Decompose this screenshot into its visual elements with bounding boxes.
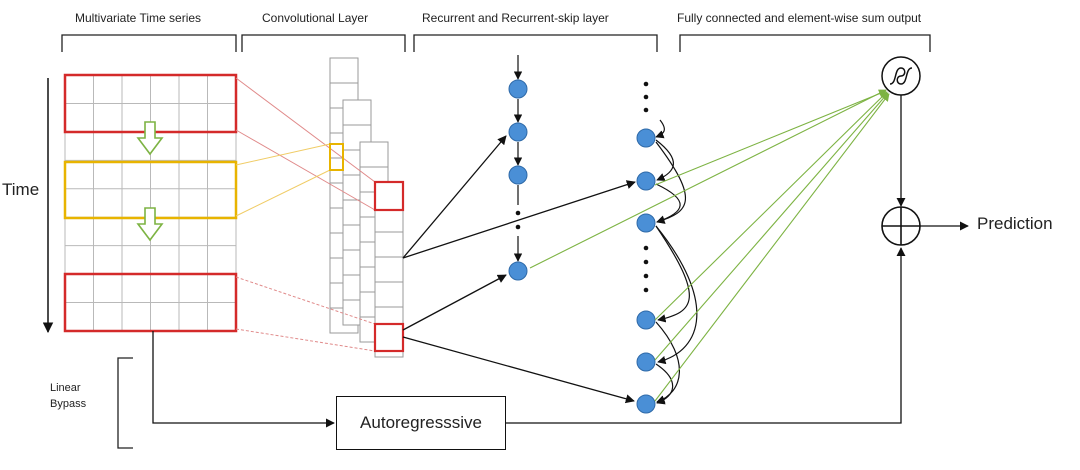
prediction-label: Prediction xyxy=(977,214,1053,233)
hidden-state-node xyxy=(508,165,528,185)
bracket-output xyxy=(679,34,931,52)
autoregressive-box: Autoregresssive xyxy=(336,396,506,450)
hidden-state-node xyxy=(508,261,528,281)
section-label-recurrent: Recurrent and Recurrent-skip layer xyxy=(422,11,609,25)
bracket-input xyxy=(61,34,237,52)
shift-arrow-icon-1 xyxy=(136,121,164,156)
hidden-state-node xyxy=(636,213,656,233)
sigmoid-icon xyxy=(889,67,913,85)
conv-cell xyxy=(374,231,404,258)
hidden-state-node xyxy=(636,310,656,330)
section-label-input: Multivariate Time series xyxy=(75,11,202,25)
section-brackets xyxy=(61,34,931,449)
linear-bypass-path xyxy=(152,247,906,428)
linear-bypass-label-line1: Linear xyxy=(50,382,81,394)
time-label: Time xyxy=(2,180,40,199)
input-time-series-grid xyxy=(64,74,237,332)
red-window-bottom xyxy=(63,272,238,333)
conv-to-recurrent-arrows xyxy=(402,135,636,404)
hidden-state-node xyxy=(508,79,528,99)
section-label-conv: Convolutional Layer xyxy=(262,11,369,25)
hidden-state-node xyxy=(636,352,656,372)
shift-arrow-icon-2 xyxy=(136,207,164,242)
hidden-state-node xyxy=(636,171,656,191)
hidden-state-node xyxy=(508,122,528,142)
window-projection-lines xyxy=(235,77,376,352)
recurrent-nodes xyxy=(508,79,528,281)
conv-red-cell-bottom xyxy=(373,322,405,353)
recurrent-dots xyxy=(515,210,521,230)
bracket-recurrent xyxy=(413,34,658,52)
bracket-conv xyxy=(241,34,406,52)
conv-red-cell-top xyxy=(373,180,405,212)
conv-cell xyxy=(342,99,372,126)
hidden-state-node xyxy=(636,128,656,148)
hidden-state-node xyxy=(636,394,656,414)
conv-cell xyxy=(329,57,359,84)
section-label-output: Fully connected and element-wise sum out… xyxy=(677,11,922,25)
skip-connection-curves xyxy=(655,119,698,405)
conv-yellow-highlight xyxy=(329,143,344,171)
linear-bypass-label-line2: Bypass xyxy=(50,398,87,410)
conv-cell xyxy=(374,281,404,308)
bracket-linear-bypass xyxy=(117,357,133,449)
fully-connected-arrows xyxy=(529,89,890,402)
plus-circle-icon xyxy=(882,207,920,245)
skip-dots xyxy=(643,81,649,293)
conv-cell xyxy=(359,141,389,168)
conv-cell xyxy=(374,256,404,283)
skip-nodes xyxy=(636,128,656,414)
